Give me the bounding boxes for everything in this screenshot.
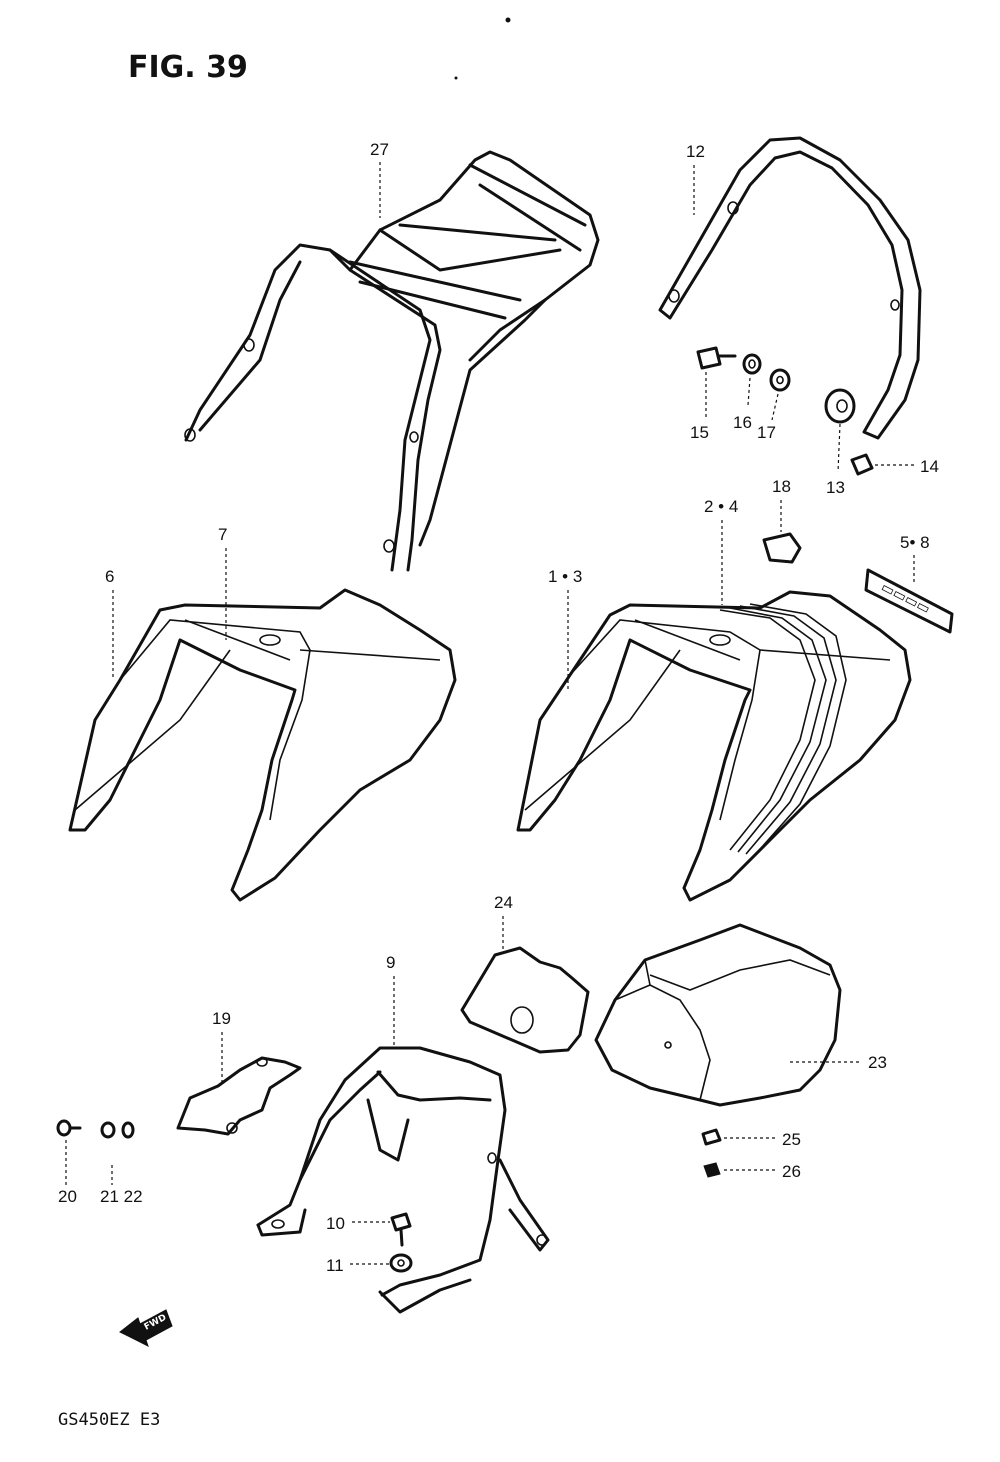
callout-26: 26 [782,1162,801,1181]
callout-15: 15 [690,423,709,442]
callout-7: 7 [218,525,227,544]
part-25-cushion [701,1128,722,1146]
part-26-nut [703,1162,721,1178]
part-17-washer [769,368,791,392]
callout-5-8: 5• 8 [900,533,930,552]
part-21-washer [100,1121,116,1139]
part-14-cap-nut [850,453,874,476]
part-16-washer [742,353,762,375]
callout-16: 16 [733,413,752,432]
callout-20: 20 [58,1187,77,1206]
part-10-bolt [390,1212,412,1247]
part-15-bolt [696,346,737,370]
part-9-bracket [256,1046,550,1314]
callout-27: 27 [370,140,389,159]
part-24-lid [460,946,590,1054]
callout-14: 14 [920,457,939,476]
model-code: GS450EZ E3 [58,1410,160,1430]
part-11-washer [389,1253,413,1273]
part-18-cushion [762,532,802,564]
callout-6: 6 [105,567,114,586]
callout-13: 13 [826,478,845,497]
part-5-8-emblem: ▭▭▭▭ [864,568,954,634]
callout-18: 18 [772,477,791,496]
part-19-seat-lock [176,1056,302,1136]
part-27-rear-carrier [184,150,600,572]
callout-24: 24 [494,893,513,912]
callout-9: 9 [386,953,395,972]
callout-17: 17 [757,423,776,442]
forward-arrow-icon: FWD [119,1309,173,1347]
part-2-4-stripe-tape [719,603,847,857]
part-1-3-tail-cover-right [516,590,912,902]
part-22-nut [121,1121,135,1139]
callout-2-4: 2 • 4 [704,497,738,516]
part-13-cushion [824,388,856,424]
callout-11: 11 [326,1256,344,1275]
callout-21-22: 21 22 [100,1187,143,1206]
callout-10: 10 [326,1214,345,1233]
callout-23: 23 [868,1053,887,1072]
callout-12: 12 [686,142,705,161]
callout-1-3: 1 • 3 [548,567,582,586]
part-12-grab-rail [658,136,922,440]
figure-title: FIG. 39 [128,50,248,85]
callout-25: 25 [782,1130,801,1149]
part-20-screw [56,1119,82,1137]
part-6-7-tail-cover-left [68,588,457,902]
part-23-tray [594,923,842,1107]
callout-19: 19 [212,1009,231,1028]
